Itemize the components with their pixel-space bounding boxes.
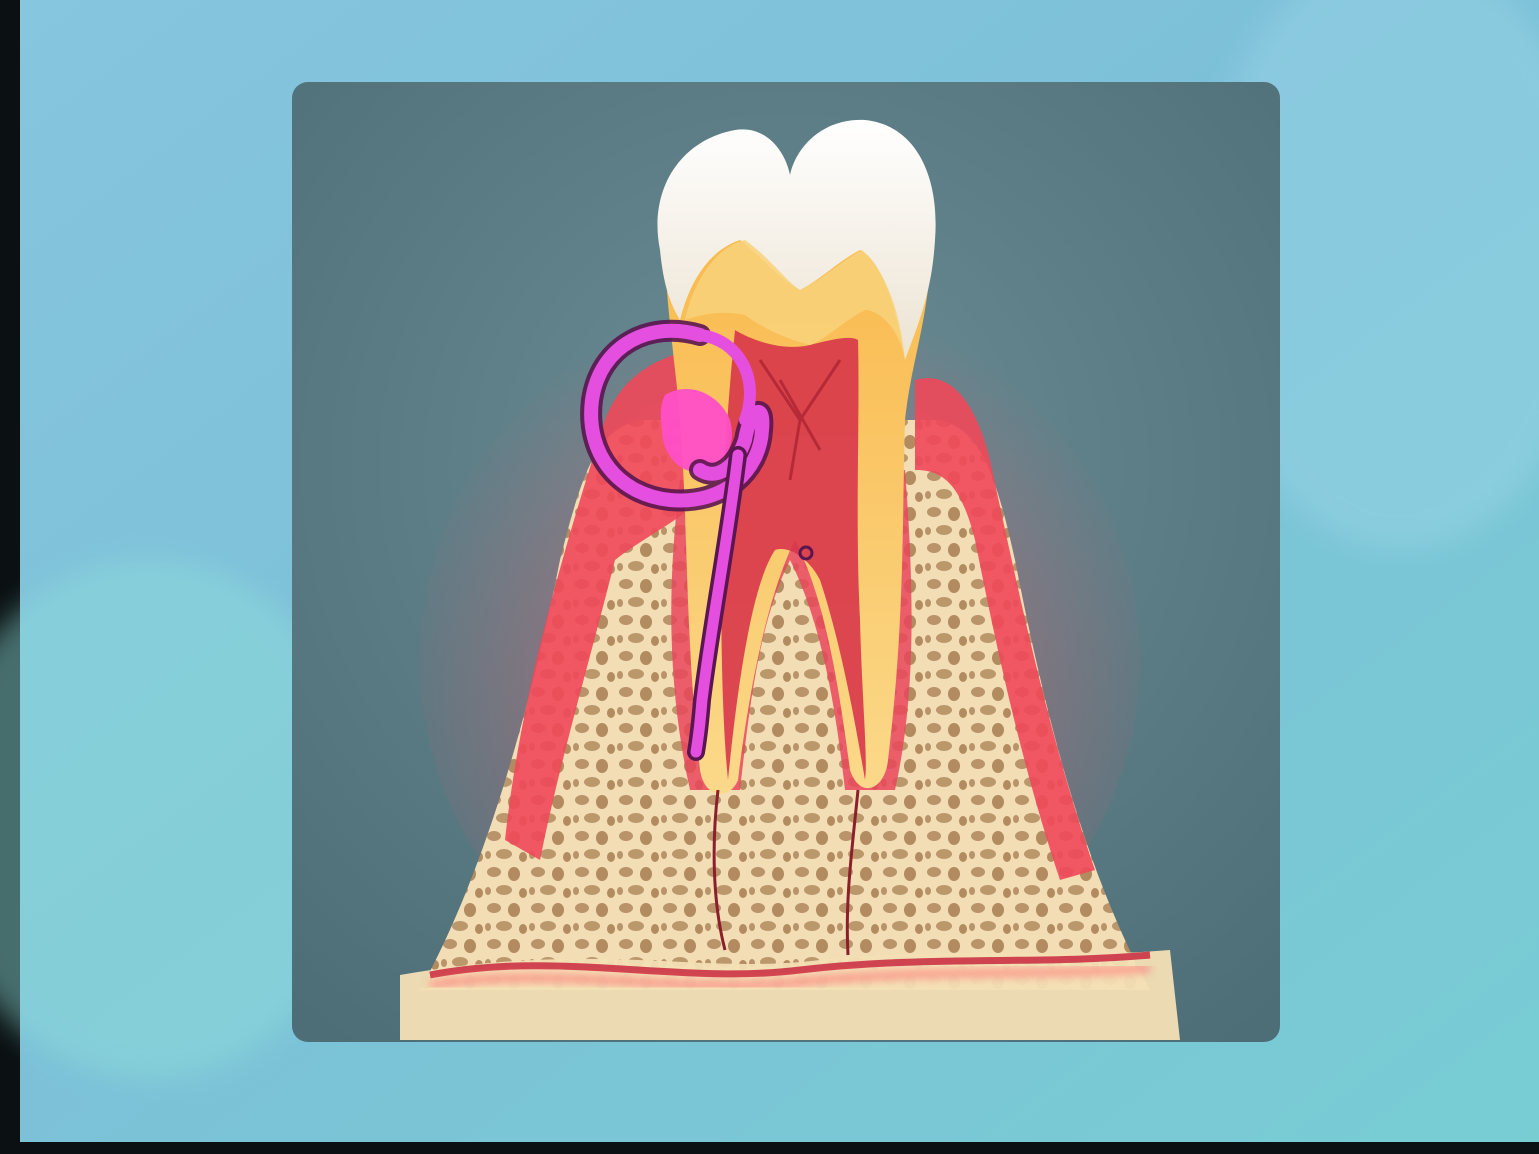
bottom-dark-border — [0, 1142, 1539, 1154]
